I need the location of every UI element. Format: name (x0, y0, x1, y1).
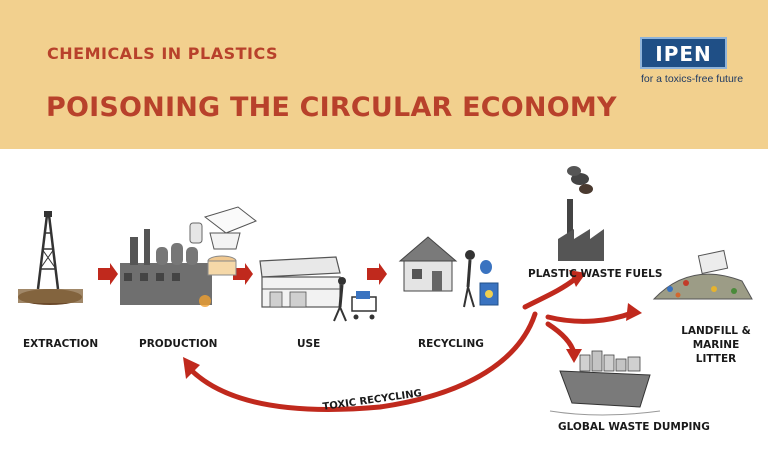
toxic-recycling-loop-arrow (183, 270, 642, 412)
stage-label-global-waste-dumping: GLOBAL WASTE DUMPING (558, 421, 710, 433)
supermarket-icon (259, 256, 377, 322)
cargo-ship-icon (549, 350, 661, 416)
lifecycle-diagram (18, 166, 753, 416)
header-kicker: CHEMICALS IN PLASTICS (47, 44, 279, 63)
landfill-icon (652, 249, 753, 300)
header-banner (0, 0, 768, 149)
ipen-logo[interactable]: IPEN for a toxics-free future (640, 37, 744, 87)
stage-label-use: USE (297, 338, 321, 350)
logo-tagline: for a toxics-free future (641, 73, 744, 85)
factory-icon (120, 206, 257, 307)
stage-label-plastic-waste-fuels: PLASTIC WASTE FUELS (528, 268, 663, 280)
stage-label-extraction: EXTRACTION (23, 338, 99, 350)
oil-derrick-icon (18, 211, 83, 305)
logo-box: IPEN (640, 37, 727, 69)
recycling-house-icon (398, 236, 499, 308)
flow-arrow-icon (367, 263, 387, 285)
page-title: POISONING THE CIRCULAR ECONOMY (46, 92, 617, 123)
flow-arrow-icon (233, 263, 253, 285)
flow-arrow-icon (98, 263, 118, 285)
logo-name: IPEN (655, 42, 712, 66)
stage-label-landfill: LANDFILL & MARINE LITTER (681, 325, 751, 365)
incinerator-icon (558, 166, 604, 261)
stage-label-recycling: RECYCLING (418, 338, 484, 350)
stage-label-production: PRODUCTION (139, 338, 218, 350)
